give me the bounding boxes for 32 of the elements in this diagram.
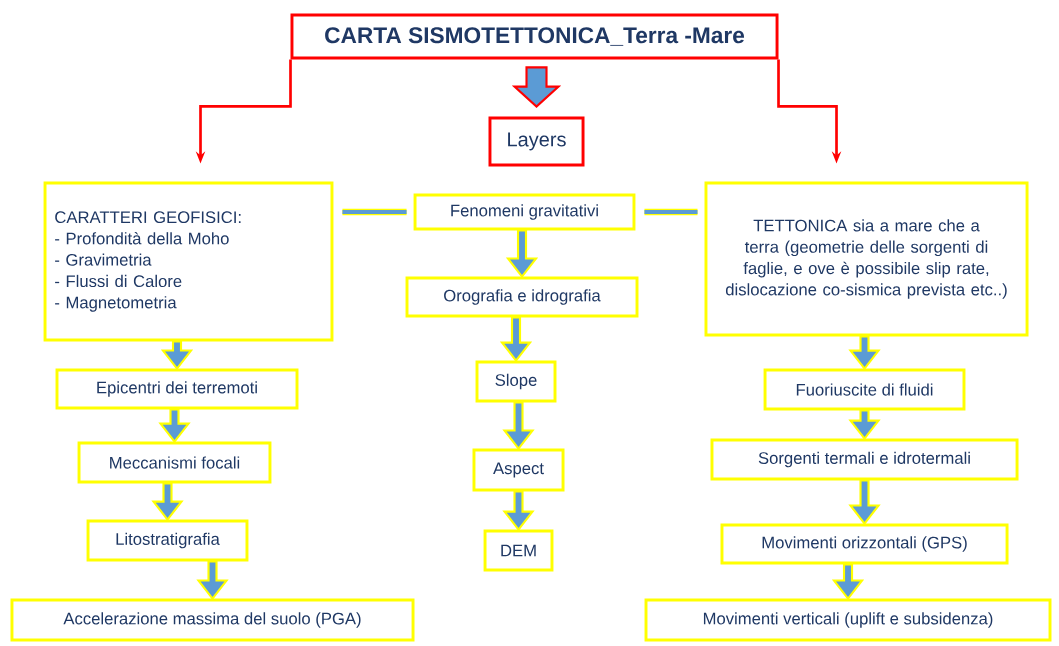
- process-box: Slope: [475, 360, 557, 403]
- block-arrow: [831, 563, 865, 601]
- block-arrow: [848, 335, 881, 371]
- process-box: Fenomeni gravitativi: [413, 193, 636, 231]
- process-box: Accelerazione massima del suolo (PGA): [10, 598, 415, 642]
- block-arrow: [511, 66, 562, 108]
- block-arrow: [502, 401, 535, 451]
- connector-line: [342, 208, 407, 216]
- block-arrow: [151, 482, 184, 522]
- block-arrow: [158, 408, 191, 444]
- title-box: CARTA SISMOTETTONICA_Terra -Mare: [290, 13, 779, 60]
- process-box: Orografia e idrografia: [405, 276, 639, 318]
- process-box: DEM: [483, 529, 554, 572]
- block-arrow: [502, 490, 535, 532]
- process-box: Fuoriuscite di fluidi: [763, 368, 966, 411]
- layer-box: Layers: [488, 116, 585, 167]
- process-box: Sorgenti termali e idrotermali: [710, 438, 1019, 481]
- block-arrow: [499, 316, 533, 363]
- process-box: CARATTERI GEOFISICI: - Profondità della Moho - Gravimetria - Flussi di Calore - Magnetometria: [43, 181, 334, 342]
- connector-line: [644, 208, 698, 216]
- block-arrow: [160, 340, 194, 371]
- process-box: Meccanismi focali: [77, 441, 272, 484]
- block-arrow: [848, 479, 881, 526]
- process-box: Epicentri dei terremoti: [55, 368, 299, 410]
- block-arrow: [196, 560, 229, 601]
- process-box: Movimenti orizzontali (GPS): [720, 523, 1009, 565]
- process-box: TETTONICA sia a mare che a terra (geometrie delle sorgenti di faglie, e ove è possibile slip rate, dislocazione co-sismica prevista etc..): [704, 181, 1029, 337]
- process-box: Litostratigrafia: [86, 519, 249, 562]
- block-arrow: [848, 409, 881, 441]
- process-box: Movimenti verticali (uplift e subsidenza): [644, 598, 1052, 642]
- block-arrow: [505, 229, 539, 279]
- process-box: Aspect: [472, 448, 565, 492]
